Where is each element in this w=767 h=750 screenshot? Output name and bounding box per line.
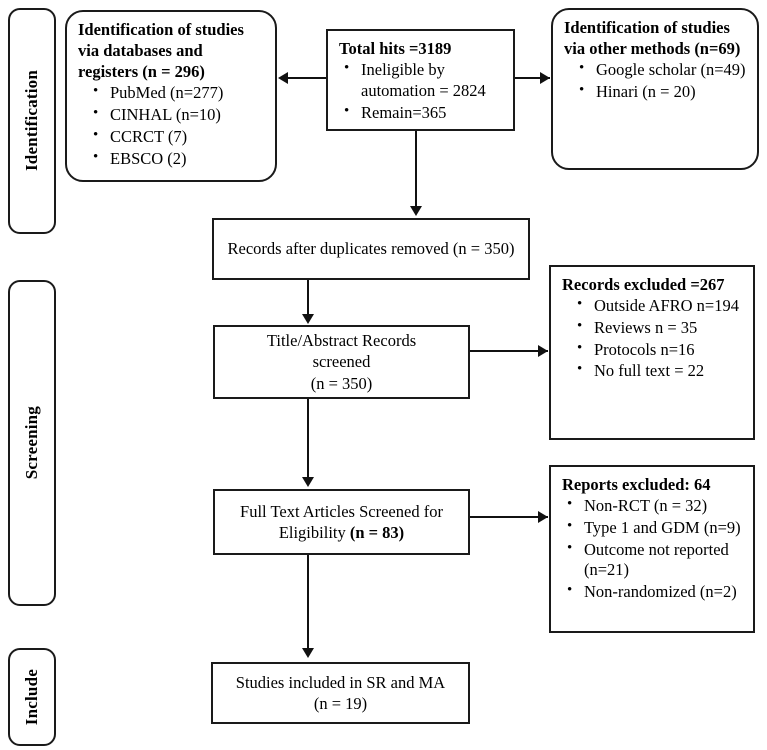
list-item: CINHAL (n=10) <box>93 104 266 126</box>
box-records-excluded: Records excluded =267 Outside AFRO n=194… <box>549 265 755 440</box>
list-item: Outside AFRO n=194 <box>577 295 744 317</box>
arrow-right-to-records-excluded <box>538 345 548 357</box>
arrow-down-to-fulltext <box>302 477 314 487</box>
connector-screened-to-fulltext <box>307 399 309 479</box>
full-text-eligibility-count: (n = 83) <box>349 523 405 542</box>
records-excluded-heading: Records excluded =267 <box>562 275 725 294</box>
stage-label-screening: Screening <box>22 406 41 480</box>
connector-fulltext-to-reports-excluded <box>470 516 548 518</box>
list-item: Outcome not reported (n=21) <box>567 539 744 582</box>
stage-label-include: Include <box>22 668 41 726</box>
box-total-hits: Total hits =3189 Ineligible by automatio… <box>326 29 515 131</box>
list-item: PubMed (n=277) <box>93 82 266 104</box>
title-abstract-line-2: screened <box>312 352 371 372</box>
list-item: Remain=365 <box>344 102 504 124</box>
list-item: Ineligible by automation = 2824 <box>344 59 504 102</box>
total-hits-bullet-list: Ineligible by automation = 2824 Remain=3… <box>339 59 504 124</box>
full-text-line-2: Eligibility (n = 83) <box>279 522 404 543</box>
other-methods-bullet-list: Google scholar (n=49) Hinari (n = 20) <box>564 59 748 103</box>
arrow-right-to-other-methods <box>540 72 550 84</box>
list-item: Protocols n=16 <box>577 339 744 361</box>
included-line-1: Studies included in SR and MA <box>235 672 446 692</box>
included-line-2: (n = 19) <box>313 694 368 713</box>
box-full-text-screened: Full Text Articles Screened for Eligibil… <box>213 489 470 555</box>
box-duplicates-removed: Records after duplicates removed (n = 35… <box>212 218 530 280</box>
list-item: Non-RCT (n = 32) <box>567 495 744 517</box>
connector-hits-to-other-methods <box>515 77 550 79</box>
arrow-down-to-screened <box>302 314 314 324</box>
connector-hits-to-databases <box>288 77 326 79</box>
box-studies-included: Studies included in SR and MA (n = 19) <box>211 662 470 724</box>
arrow-left-to-databases <box>278 72 288 84</box>
connector-duplicates-to-screened <box>307 280 309 316</box>
reports-excluded-heading: Reports excluded: 64 <box>562 475 711 494</box>
list-item: EBSCO (2) <box>93 148 266 170</box>
connector-hits-to-duplicates <box>415 131 417 208</box>
databases-bullet-list: PubMed (n=277) CINHAL (n=10) CCRCT (7) E… <box>78 82 266 170</box>
list-item: CCRCT (7) <box>93 126 266 148</box>
records-excluded-bullet-list: Outside AFRO n=194 Reviews n = 35 Protoc… <box>562 295 744 382</box>
list-item: No full text = 22 <box>577 360 744 382</box>
box-identification-databases: Identification of studies via databases … <box>65 10 277 182</box>
total-hits-heading: Total hits =3189 <box>339 39 452 58</box>
list-item: Non-randomized (n=2) <box>567 581 744 603</box>
title-abstract-line-1: Title/Abstract Records <box>266 330 417 350</box>
arrow-right-to-reports-excluded <box>538 511 548 523</box>
arrow-down-to-duplicates <box>410 206 422 216</box>
arrow-down-to-included <box>302 648 314 658</box>
box-identification-other-methods: Identification of studies via other meth… <box>551 8 759 170</box>
list-item: Type 1 and GDM (n=9) <box>567 517 744 539</box>
full-text-line-1: Full Text Articles Screened for <box>240 501 443 521</box>
list-item: Hinari (n = 20) <box>579 81 748 103</box>
reports-excluded-bullet-list: Non-RCT (n = 32) Type 1 and GDM (n=9) Ou… <box>562 495 744 603</box>
stage-rail-identification: Identification <box>8 8 56 234</box>
duplicates-removed-text: Records after duplicates removed (n = 35… <box>227 239 515 259</box>
stage-rail-screening: Screening <box>8 280 56 606</box>
other-methods-heading: Identification of studies via other meth… <box>564 18 741 59</box>
connector-fulltext-to-included <box>307 555 309 650</box>
list-item: Reviews n = 35 <box>577 317 744 339</box>
full-text-eligibility-label: Eligibility <box>278 523 350 542</box>
box-reports-excluded: Reports excluded: 64 Non-RCT (n = 32) Ty… <box>549 465 755 633</box>
box-title-abstract-screened: Title/Abstract Records screened (n = 350… <box>213 325 470 399</box>
stage-label-identification: Identification <box>22 70 41 172</box>
stage-rail-include: Include <box>8 648 56 746</box>
title-abstract-line-3: (n = 350) <box>310 373 373 393</box>
list-item: Google scholar (n=49) <box>579 59 748 81</box>
databases-heading: Identification of studies via databases … <box>78 20 244 82</box>
connector-screened-to-records-excluded <box>470 350 548 352</box>
